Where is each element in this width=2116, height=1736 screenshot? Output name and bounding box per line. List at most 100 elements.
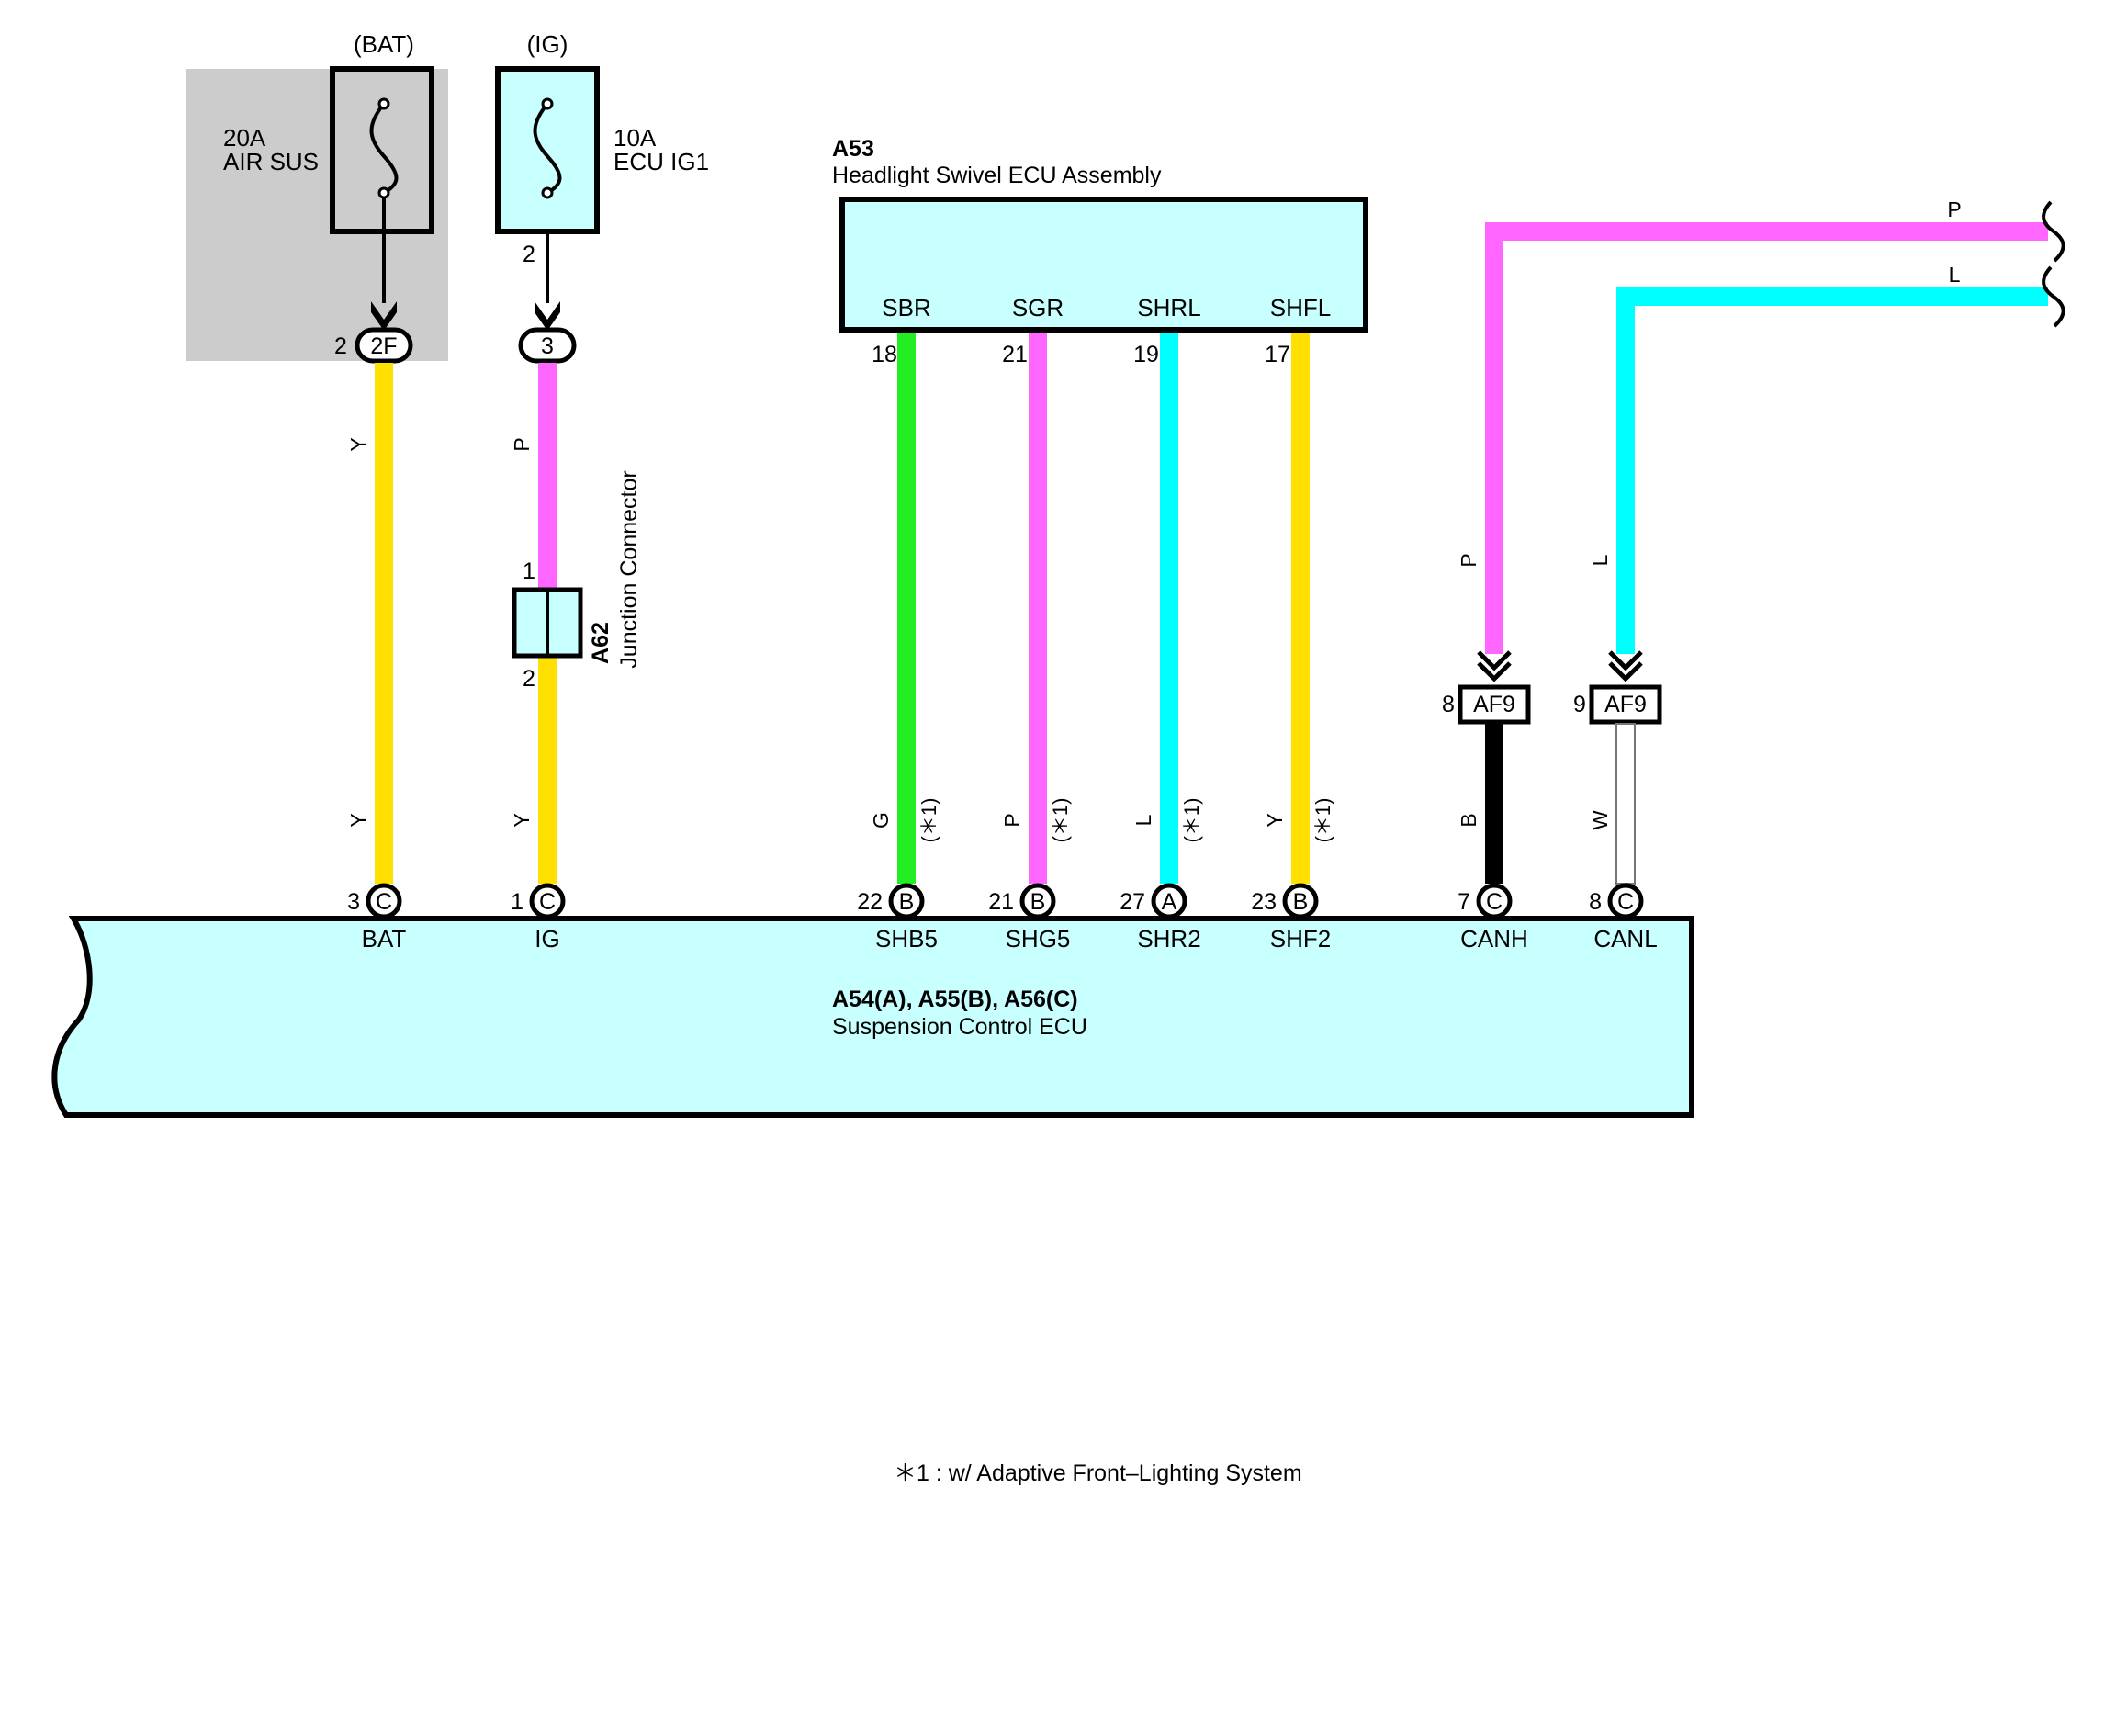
headlight-ecu-box bbox=[839, 197, 1368, 333]
wire-canl-upper-color: L bbox=[1588, 554, 1612, 566]
wire-shg5-color: P bbox=[1000, 813, 1024, 827]
ecu-terminal-pin: 7 bbox=[1458, 889, 1470, 915]
ecu-terminal-name: CANH bbox=[1460, 925, 1528, 953]
wire-break-icon bbox=[2042, 200, 2065, 263]
wire-shf2-note: (＊1) bbox=[1311, 798, 1334, 843]
ecu-terminal-conn: B bbox=[1293, 889, 1309, 915]
wire-shr2-color: L bbox=[1131, 814, 1155, 826]
af9-connector-pin: 8 bbox=[1442, 692, 1455, 717]
wire-canh-upper bbox=[1485, 222, 2048, 654]
junction-pin-in: 1 bbox=[523, 558, 535, 584]
ecu-terminal-conn: B bbox=[899, 889, 915, 915]
ecu-terminal-shb5: B 22 SHB5 bbox=[857, 883, 938, 953]
headlight-ecu-name: Headlight Swivel ECU Assembly bbox=[832, 163, 1162, 188]
ecu-terminal-canl: C 8 CANL bbox=[1589, 883, 1658, 953]
connector-3-label: 3 bbox=[541, 333, 554, 359]
ecu-terminal-pin: 21 bbox=[988, 889, 1014, 915]
headlight-swivel-ecu: A53 Headlight Swivel ECU Assembly SBR SG… bbox=[832, 136, 1368, 367]
wire-canh-upper-color: P bbox=[1457, 553, 1480, 567]
headlight-terminal-pin: 18 bbox=[872, 342, 897, 367]
af9-connector-pin: 9 bbox=[1573, 692, 1586, 717]
ecu-terminal-name: SHG5 bbox=[1006, 925, 1071, 953]
ecu-terminal-pin: 8 bbox=[1589, 889, 1602, 915]
headlight-terminal-name: SGR bbox=[1012, 294, 1064, 321]
headlight-terminal-pin: 21 bbox=[1002, 342, 1028, 367]
ecu-terminal-pin: 23 bbox=[1251, 889, 1277, 915]
headlight-terminal-name: SHFL bbox=[1270, 294, 1331, 321]
ecu-terminal-pin: 22 bbox=[857, 889, 883, 915]
headlight-terminal-name: SBR bbox=[882, 294, 930, 321]
af9-connector bbox=[1458, 684, 1531, 725]
fuse-ecu-ig1-name: ECU IG1 bbox=[613, 148, 709, 175]
wire-canl-upper bbox=[1616, 287, 2048, 654]
ecu-terminal-canh: C 7 CANH bbox=[1458, 883, 1528, 953]
connector-2f bbox=[355, 327, 413, 364]
footnote: ＊1 : w/ Adaptive Front–Lighting System bbox=[894, 1460, 1302, 1486]
ecu-terminal-conn: C bbox=[1617, 889, 1634, 915]
wire-canl-upper-color-right: L bbox=[1949, 263, 1961, 287]
junction-connector-a62: 1 2 A62 Junction Connector bbox=[512, 470, 642, 692]
wire-shr2-note: (＊1) bbox=[1180, 798, 1203, 843]
af9-connector bbox=[1589, 684, 1662, 725]
headlight-terminal-name: SHRL bbox=[1137, 294, 1200, 321]
wire-ig-upper-color: P bbox=[510, 437, 534, 451]
connector-2f-label: 2F bbox=[370, 333, 397, 359]
chevron-down-icon bbox=[1477, 650, 1512, 682]
wire-shb5-note: (＊1) bbox=[917, 798, 940, 843]
fuse-air-sus-pin: 2 bbox=[334, 333, 347, 359]
wire-canh-upper-color-right: P bbox=[1947, 197, 1961, 221]
wire-canl-lower bbox=[1615, 723, 1636, 885]
ecu-terminal-shf2: B 23 SHF2 bbox=[1251, 883, 1331, 953]
headlight-terminal-pin: 19 bbox=[1133, 342, 1159, 367]
fuse-bat-source-label: (BAT) bbox=[354, 30, 414, 58]
fuse-air-sus: (BAT) 20A AIR SUS 2 2F bbox=[186, 30, 448, 364]
fuse-ecu-ig1: (IG) 10A ECU IG1 2 3 bbox=[495, 30, 709, 364]
fuse-ecu-ig1-rating: 10A bbox=[613, 124, 657, 152]
arrow-down-icon bbox=[535, 301, 560, 331]
ecu-terminal-pin: 3 bbox=[347, 889, 360, 915]
chevron-down-icon bbox=[1608, 650, 1643, 682]
ecu-terminal-shg5: B 21 SHG5 bbox=[988, 883, 1071, 953]
suspension-ecu-name: Suspension Control ECU bbox=[832, 1014, 1087, 1040]
ecu-terminal-name: SHB5 bbox=[875, 925, 938, 953]
ecu-terminal-bat: C 3 BAT bbox=[347, 883, 406, 953]
suspension-control-ecu: A54(A), A55(B), A56(C) Suspension Contro… bbox=[51, 916, 1694, 1118]
ecu-terminal-conn: C bbox=[376, 889, 392, 915]
junction-connector-name: Junction Connector bbox=[616, 470, 642, 668]
af9-connector-label: AF9 bbox=[1473, 692, 1515, 717]
ecu-terminal-name: SHF2 bbox=[1270, 925, 1331, 953]
ecu-terminal-conn: C bbox=[1486, 889, 1503, 915]
fuse-ecu-ig1-box bbox=[495, 66, 600, 234]
ecu-terminal-name: IG bbox=[535, 925, 559, 953]
junction-pin-out: 2 bbox=[523, 666, 535, 692]
ecu-terminal-conn: C bbox=[539, 889, 556, 915]
wire-break-icon bbox=[2042, 265, 2065, 328]
fuse-ecu-ig1-pin: 2 bbox=[523, 242, 535, 267]
ecu-terminal-shr2: A 27 SHR2 bbox=[1120, 883, 1201, 953]
ecu-terminal-conn: A bbox=[1162, 889, 1177, 915]
af9-connector-label: AF9 bbox=[1604, 692, 1647, 717]
wire-shg5-note: (＊1) bbox=[1049, 798, 1072, 843]
ecu-terminal-ig: C 1 IG bbox=[511, 883, 566, 953]
wire-shf2-color: Y bbox=[1263, 813, 1287, 827]
headlight-terminal-pin: 17 bbox=[1265, 342, 1290, 367]
wire-ig-lower-color: Y bbox=[510, 813, 534, 827]
ecu-terminal-pin: 27 bbox=[1120, 889, 1145, 915]
fuse-ecu-ig1-element-icon bbox=[533, 102, 562, 195]
wire-canl-lower-color: W bbox=[1588, 810, 1612, 830]
ecu-terminal-conn: B bbox=[1030, 889, 1046, 915]
ecu-terminal-pin: 1 bbox=[511, 889, 523, 915]
wire-shb5-color: G bbox=[869, 812, 893, 829]
suspension-ecu-id: A54(A), A55(B), A56(C) bbox=[832, 986, 1078, 1012]
junction-connector-id: A62 bbox=[588, 622, 613, 664]
fuse-ig-source-label: (IG) bbox=[527, 30, 568, 58]
fuse-air-sus-rating: 20A bbox=[223, 124, 266, 152]
wire-bat-upper-color: Y bbox=[346, 437, 370, 451]
fuse-air-sus-element-icon bbox=[369, 102, 399, 195]
suspension-ecu-box bbox=[51, 916, 1694, 1118]
fuse-relay-box-background bbox=[186, 69, 448, 361]
headlight-ecu-id: A53 bbox=[832, 136, 874, 162]
wire-canh-lower-color: B bbox=[1457, 813, 1480, 827]
connector-3 bbox=[518, 327, 577, 364]
ecu-terminal-name: CANL bbox=[1593, 925, 1657, 953]
